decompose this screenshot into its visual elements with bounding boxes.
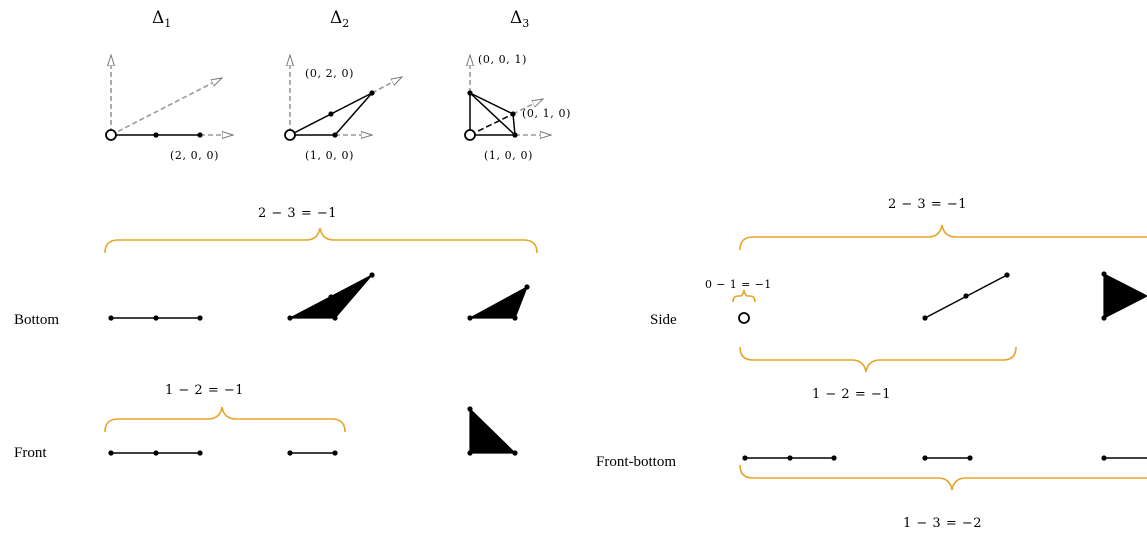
- front-face-3: [467, 406, 518, 456]
- lattice-point: [742, 455, 748, 461]
- y-axis: [512, 99, 543, 115]
- lattice-point: [512, 132, 518, 138]
- hidden-edge: [469, 113, 514, 136]
- lattice-point: [153, 132, 159, 138]
- bottom-face-2: [287, 272, 375, 321]
- lattice-point: [467, 406, 473, 412]
- equation-bottom: 2 − 3 = −1: [258, 206, 337, 221]
- equation-front: 1 − 2 = −1: [165, 383, 244, 398]
- row-label-front: Front: [14, 445, 47, 461]
- origin-marker: [738, 312, 750, 324]
- lattice-point: [1101, 315, 1107, 321]
- lattice-point: [831, 455, 837, 461]
- coord-label: (0, 2, 0): [305, 67, 354, 80]
- equation-side-bottom: 1 − 2 = −1: [812, 387, 891, 402]
- origin-marker: [105, 129, 117, 141]
- y-axis: [371, 77, 402, 94]
- equation-front-bottom: 1 − 3 = −2: [903, 516, 982, 531]
- delta-3-figure: (0, 0, 1) (0, 1, 0) (1, 0, 0): [464, 53, 571, 162]
- delta-1-figure: (2, 0, 0): [105, 55, 233, 162]
- brace-side-top: [739, 224, 1147, 251]
- lattice-point: [369, 272, 375, 278]
- lattice-point: [524, 284, 530, 290]
- lattice-point: [108, 315, 114, 321]
- origin-marker: [284, 129, 296, 141]
- lattice-point: [197, 450, 203, 456]
- lattice-point: [328, 111, 334, 117]
- front-bottom-face-2: [922, 455, 973, 461]
- origin-marker: [464, 129, 476, 141]
- delta-2-figure: (0, 2, 0) (1, 0, 0): [284, 55, 402, 162]
- brace-side-small: [732, 289, 756, 303]
- tetra-edge: [469, 91, 517, 136]
- equation-side-top: 2 − 3 = −1: [888, 197, 967, 212]
- lattice-point: [1004, 272, 1010, 278]
- lattice-point: [967, 455, 973, 461]
- lattice-point: [287, 315, 293, 321]
- side-face-2: [922, 272, 1010, 321]
- y-axis: [110, 78, 222, 136]
- front-face-2: [287, 450, 338, 456]
- lattice-point: [287, 450, 293, 456]
- brace-side-bottom: [739, 346, 1017, 373]
- title-delta-3: Δ3: [510, 8, 529, 30]
- side-face-3: [1101, 271, 1147, 321]
- row-label-side: Side: [650, 312, 677, 328]
- lattice-point: [108, 450, 114, 456]
- title-delta-1: Δ1: [152, 8, 171, 30]
- brace-bottom: [104, 227, 538, 254]
- lattice-point: [197, 315, 203, 321]
- coord-label: (2, 0, 0): [170, 149, 219, 162]
- side-face-1: [738, 312, 750, 324]
- filled-triangle: [469, 285, 529, 319]
- lattice-point: [467, 90, 473, 96]
- row-label-front-bottom: Front-bottom: [596, 454, 676, 470]
- lattice-point: [512, 315, 518, 321]
- row-label-bottom: Bottom: [14, 312, 59, 328]
- lattice-point: [787, 455, 793, 461]
- front-bottom-face-1: [742, 455, 837, 461]
- bottom-face-3: [467, 284, 530, 321]
- title-delta-2: Δ2: [330, 8, 349, 30]
- lattice-point: [153, 315, 159, 321]
- lattice-point: [467, 450, 473, 456]
- equation-side-small: 0 − 1 = −1: [705, 278, 772, 291]
- lattice-point: [510, 111, 516, 117]
- lattice-point: [963, 293, 969, 299]
- lattice-point: [332, 315, 338, 321]
- lattice-point: [328, 294, 334, 300]
- coord-label: (0, 1, 0): [522, 107, 571, 120]
- lattice-point: [1101, 271, 1107, 277]
- coord-label: (1, 0, 0): [305, 149, 354, 162]
- lattice-point: [467, 315, 473, 321]
- front-bottom-face-3: [1101, 455, 1147, 461]
- lattice-point: [369, 90, 375, 96]
- lattice-point: [512, 450, 518, 456]
- brace-front-bottom: [739, 464, 1147, 491]
- coord-label: (0, 0, 1): [478, 53, 527, 66]
- lattice-point: [1101, 455, 1107, 461]
- bottom-face-1: [108, 315, 203, 321]
- filled-triangle: [469, 407, 517, 454]
- lattice-point: [332, 132, 338, 138]
- brace-front: [104, 406, 346, 433]
- lattice-point: [922, 315, 928, 321]
- lattice-point: [153, 450, 159, 456]
- filled-triangle: [1103, 273, 1147, 319]
- lattice-point: [922, 455, 928, 461]
- lattice-point: [197, 132, 203, 138]
- lattice-point: [332, 450, 338, 456]
- coord-label: (1, 0, 0): [484, 149, 533, 162]
- front-face-1: [108, 450, 203, 456]
